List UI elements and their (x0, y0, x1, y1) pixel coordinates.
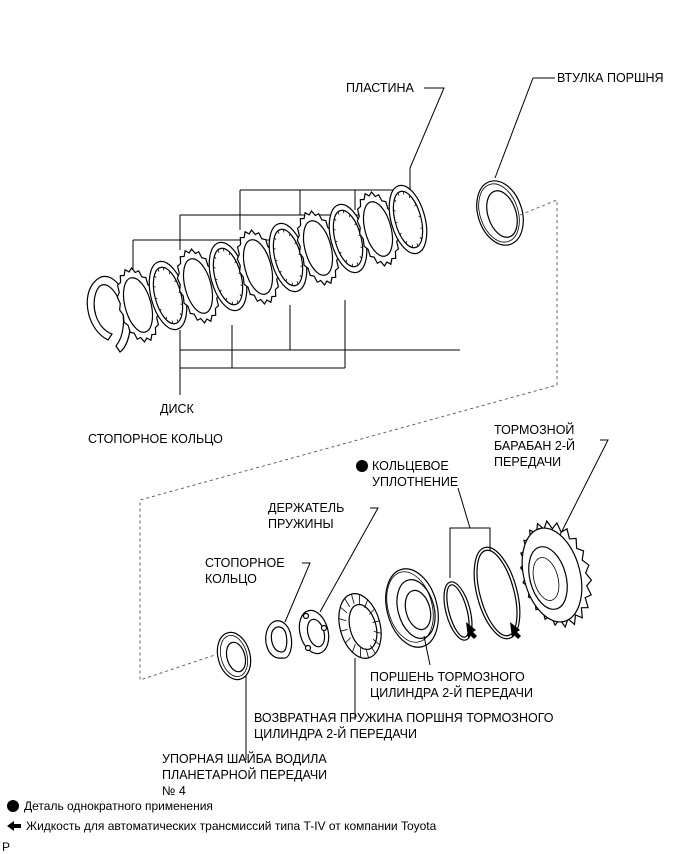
label-brake-piston-line1: ПОРШЕНЬ ТОРМОЗНОГО (370, 670, 525, 684)
label-plate: ПЛАСТИНА (346, 81, 415, 95)
atf-arrow-icon (510, 622, 521, 639)
label-return-spring-line2: ЦИЛИНДРА 2-Й ПЕРЕДАЧИ (254, 726, 417, 741)
thrust-washer-part (216, 631, 252, 681)
label-disc: ДИСК (160, 402, 194, 416)
plate-part (176, 247, 220, 325)
corner-mark: P (2, 840, 10, 854)
atf-arrow-icon (466, 622, 477, 639)
label-thrust-washer-line3: № 4 (162, 784, 186, 798)
label-thrust-washer-line1: УПОРНАЯ ШАЙБА ВОДИЛА (162, 751, 327, 766)
label-brake-drum-line1: ТОРМОЗНОЙ (494, 422, 574, 437)
clutch-pack (86, 184, 428, 353)
label-spring-retainer-line2: ПРУЖИНЫ (268, 517, 334, 531)
plate-part (116, 266, 160, 344)
label-return-spring-line1: ВОЗВРАТНАЯ ПРУЖИНА ПОРШНЯ ТОРМОЗНОГО (254, 711, 554, 725)
label-brake-piston-line2: ЦИЛИНДРА 2-Й ПЕРЕДАЧИ (370, 685, 533, 700)
legend-bullet-icon (7, 800, 19, 812)
plate-part (356, 190, 400, 268)
label-snap-ring-bottom-line2: КОЛЬЦО (205, 572, 257, 586)
o-ring-large-part (473, 546, 521, 640)
label-brake-drum-line2: БАРАБАН 2-Й (494, 438, 575, 453)
disc-part (388, 184, 428, 255)
plate-part (296, 209, 340, 287)
legend-arrow-icon (7, 821, 21, 831)
snap-ring-bottom-part (265, 620, 293, 659)
plate-leader-framework (132, 87, 460, 395)
label-thrust-washer-line2: ПЛАНЕТАРНОЙ ПЕРЕДАЧИ (162, 767, 327, 782)
spring-retainer-part (298, 609, 330, 655)
legend-non-reusable: Деталь однократного применения (24, 799, 213, 813)
legend-atf: Жидкость для автоматических трансмиссий … (26, 819, 437, 833)
label-piston-sleeve: ВТУЛКА ПОРШНЯ (557, 71, 664, 85)
brake-piston-part (385, 568, 439, 648)
label-snap-ring-bottom-line1: СТОПОРНОЕ (205, 556, 285, 570)
label-o-ring-line2: УПЛОТНЕНИЕ (372, 475, 458, 489)
label-brake-drum-line3: ПЕРЕДАЧИ (494, 455, 561, 469)
piston-sleeve-part (476, 180, 524, 246)
label-snap-ring-top: СТОПОРНОЕ КОЛЬЦО (88, 432, 223, 446)
brake-drum-part (519, 519, 593, 629)
label-spring-retainer-line1: ДЕРЖАТЕЛЬ (268, 501, 344, 515)
plate-part (236, 228, 280, 306)
return-spring-part (338, 593, 382, 659)
o-ring-small-part (443, 581, 473, 641)
non-reusable-bullet-icon (356, 460, 368, 472)
label-o-ring-line1: КОЛЬЦЕВОЕ (372, 459, 449, 473)
